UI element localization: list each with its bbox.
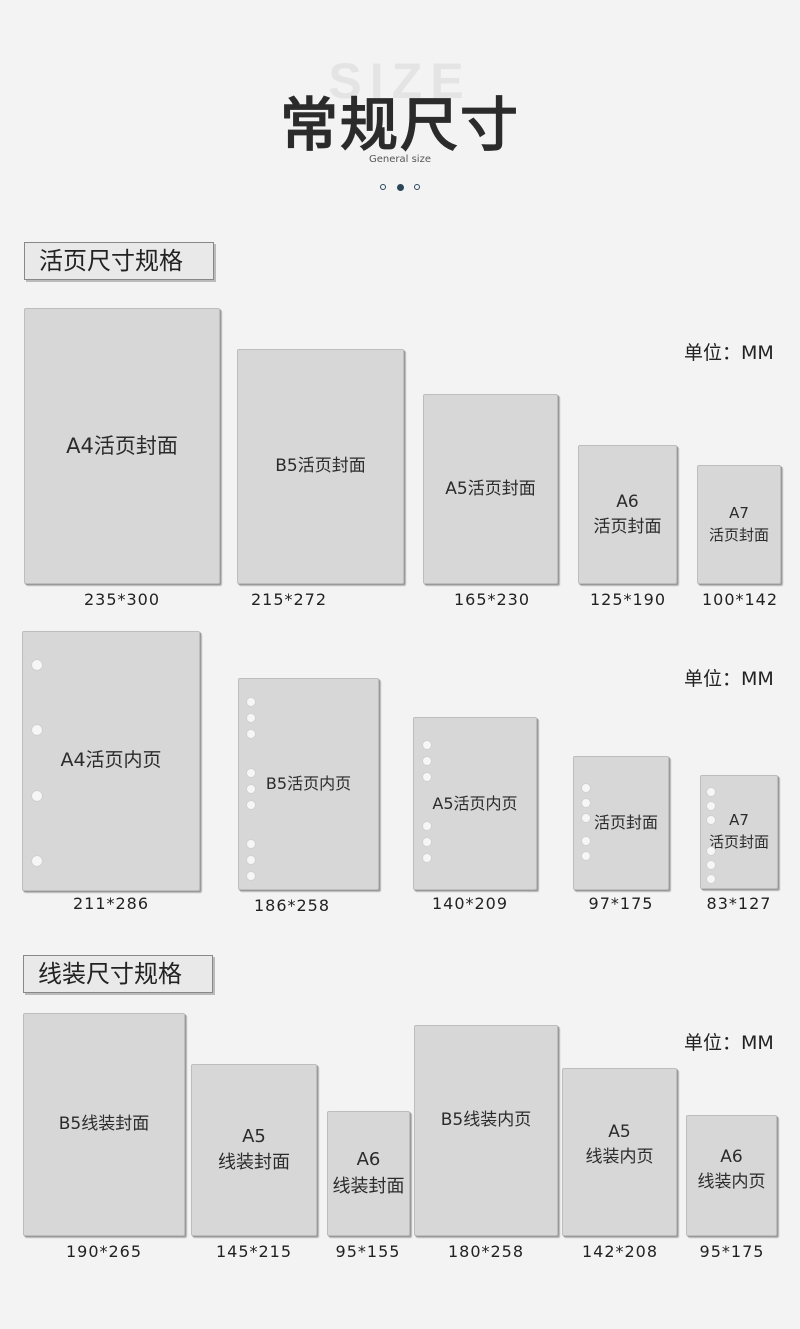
card-b5-inner: B5活页内页 — [238, 678, 379, 890]
binder-hole — [31, 659, 43, 671]
card-a4-cover: A4活页封面 — [24, 308, 220, 584]
card-label: A4活页封面 — [66, 433, 178, 458]
card-a4-inner: A4活页内页 — [22, 631, 200, 891]
binder-hole — [246, 784, 256, 794]
card-a5-cover: A5活页封面 — [423, 394, 558, 584]
size-label: 186*258 — [253, 896, 331, 915]
card-a6-cover: A6 活页封面 — [578, 445, 677, 584]
card-label: A7 活页封面 — [708, 503, 769, 544]
size-label: 95*155 — [335, 1242, 401, 1261]
binder-hole — [581, 836, 591, 846]
page-subtitle: General size — [369, 154, 431, 165]
size-label: 190*265 — [65, 1242, 143, 1261]
binder-hole — [581, 798, 591, 808]
card-a6-thread-cover: A6 线装封面 — [327, 1111, 410, 1236]
carousel-dots — [380, 184, 420, 192]
unit-label: 单位：MM — [684, 668, 774, 690]
binder-hole — [246, 800, 256, 810]
card-label: A4活页内页 — [60, 749, 162, 772]
card-a7-inner: A7 活页封面 — [700, 775, 778, 889]
binder-hole — [246, 729, 256, 739]
card-label: A5 线装内页 — [585, 1122, 654, 1167]
card-a6-thread-inner: A6 线装内页 — [686, 1115, 777, 1236]
binder-hole — [246, 871, 256, 881]
binder-hole — [246, 768, 256, 778]
size-label: 83*127 — [706, 894, 772, 913]
card-label: B5活页封面 — [275, 456, 366, 477]
size-label: 97*175 — [588, 894, 654, 913]
card-b5-cover: B5活页封面 — [237, 349, 404, 584]
card-label: B5线装封面 — [58, 1114, 150, 1135]
card-label: B5活页内页 — [265, 774, 352, 794]
binder-hole — [581, 813, 591, 823]
binder-hole — [422, 853, 432, 863]
binder-hole — [422, 740, 432, 750]
size-label: 145*215 — [215, 1242, 293, 1261]
size-watermark: SIZE — [328, 53, 472, 109]
binder-hole — [581, 851, 591, 861]
size-label: 100*142 — [701, 590, 779, 609]
card-label: A5活页封面 — [445, 478, 536, 499]
binder-hole — [246, 855, 256, 865]
binder-hole — [246, 697, 256, 707]
binder-hole — [706, 860, 716, 870]
binder-hole — [31, 855, 43, 867]
card-label: A6 线装内页 — [697, 1146, 766, 1192]
section-title-thread-bound: 线装尺寸规格 — [23, 955, 213, 993]
card-label: A7 活页封面 — [708, 811, 769, 851]
binder-hole — [422, 756, 432, 766]
card-b5-thread-cover: B5线装封面 — [23, 1013, 185, 1236]
size-label: 95*175 — [699, 1242, 765, 1261]
binder-hole — [246, 713, 256, 723]
card-a6-inner: 活页封面 — [573, 756, 669, 890]
dot-indicator — [380, 184, 386, 190]
size-label: 211*286 — [72, 894, 150, 913]
card-label: A6 线装封面 — [332, 1149, 405, 1197]
binder-hole — [706, 815, 716, 825]
binder-hole — [706, 787, 716, 797]
unit-label: 单位：MM — [684, 342, 774, 364]
binder-hole — [706, 801, 716, 811]
binder-hole — [31, 724, 43, 736]
page-title: 常规尺寸 — [279, 91, 520, 159]
binder-hole — [706, 874, 716, 884]
section-title-loose-leaf: 活页尺寸规格 — [24, 242, 214, 280]
card-a7-cover: A7 活页封面 — [697, 465, 781, 584]
card-label: A5活页内页 — [432, 793, 518, 813]
binder-hole — [706, 846, 716, 856]
binder-hole — [422, 837, 432, 847]
binder-hole — [422, 772, 432, 782]
card-label: A6 活页封面 — [593, 491, 662, 537]
card-label: B5线装内页 — [440, 1110, 532, 1131]
card-label: 活页封面 — [593, 813, 658, 833]
size-label: 215*272 — [250, 590, 328, 609]
card-label: A5 线装封面 — [218, 1125, 290, 1173]
size-label: 125*190 — [589, 590, 667, 609]
card-b5-thread-inner: B5线装内页 — [414, 1025, 558, 1236]
size-label: 180*258 — [447, 1242, 525, 1261]
unit-label: 单位：MM — [684, 1032, 774, 1054]
binder-hole — [581, 783, 591, 793]
card-a5-thread-inner: A5 线装内页 — [562, 1068, 677, 1236]
card-a5-inner: A5活页内页 — [413, 717, 537, 890]
binder-hole — [31, 790, 43, 802]
size-label: 235*300 — [83, 590, 161, 609]
size-label: 140*209 — [431, 894, 509, 913]
dot-indicator — [414, 184, 420, 190]
binder-hole — [422, 821, 432, 831]
size-label: 142*208 — [581, 1242, 659, 1261]
size-label: 165*230 — [453, 590, 531, 609]
dot-indicator-active — [396, 184, 404, 191]
card-a5-thread-cover: A5 线装封面 — [191, 1064, 317, 1236]
binder-hole — [246, 839, 256, 849]
